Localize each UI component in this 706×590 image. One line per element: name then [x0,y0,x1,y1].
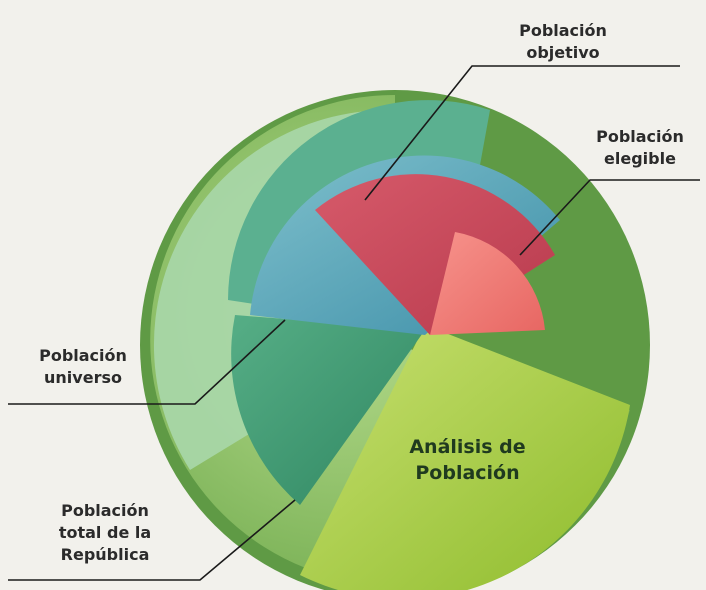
universo-leader-line [8,319,286,405]
label-analisis-poblacion: Análisis de Población [385,434,550,486]
label-total-line3: República [60,545,150,564]
label-universo-line1: Población [39,346,127,365]
label-center-line2: Población [415,462,520,484]
center-slice [300,325,630,590]
label-poblacion-elegible: Población elegible [580,126,700,170]
label-poblacion-universo: Población universo [18,345,148,389]
label-objetivo-line2: objetivo [526,43,600,62]
universe-slice [231,315,425,505]
elegible-leader-line [519,179,700,256]
label-total-line1: Población [61,501,149,520]
label-total-line2: total de la [58,523,152,542]
label-poblacion-total: Población total de la República [30,500,180,566]
label-elegible-line1: Población [596,127,684,146]
objective-slice [315,174,555,335]
eligible-slice [430,232,545,335]
label-elegible-line2: elegible [604,149,676,168]
objetivo-leader-line [364,65,680,201]
total-leader-line [8,499,296,581]
label-poblacion-objetivo: Población objetivo [488,20,638,64]
label-center-line1: Análisis de [409,436,526,458]
label-objetivo-line1: Población [519,21,607,40]
label-universo-line2: universo [44,368,122,387]
